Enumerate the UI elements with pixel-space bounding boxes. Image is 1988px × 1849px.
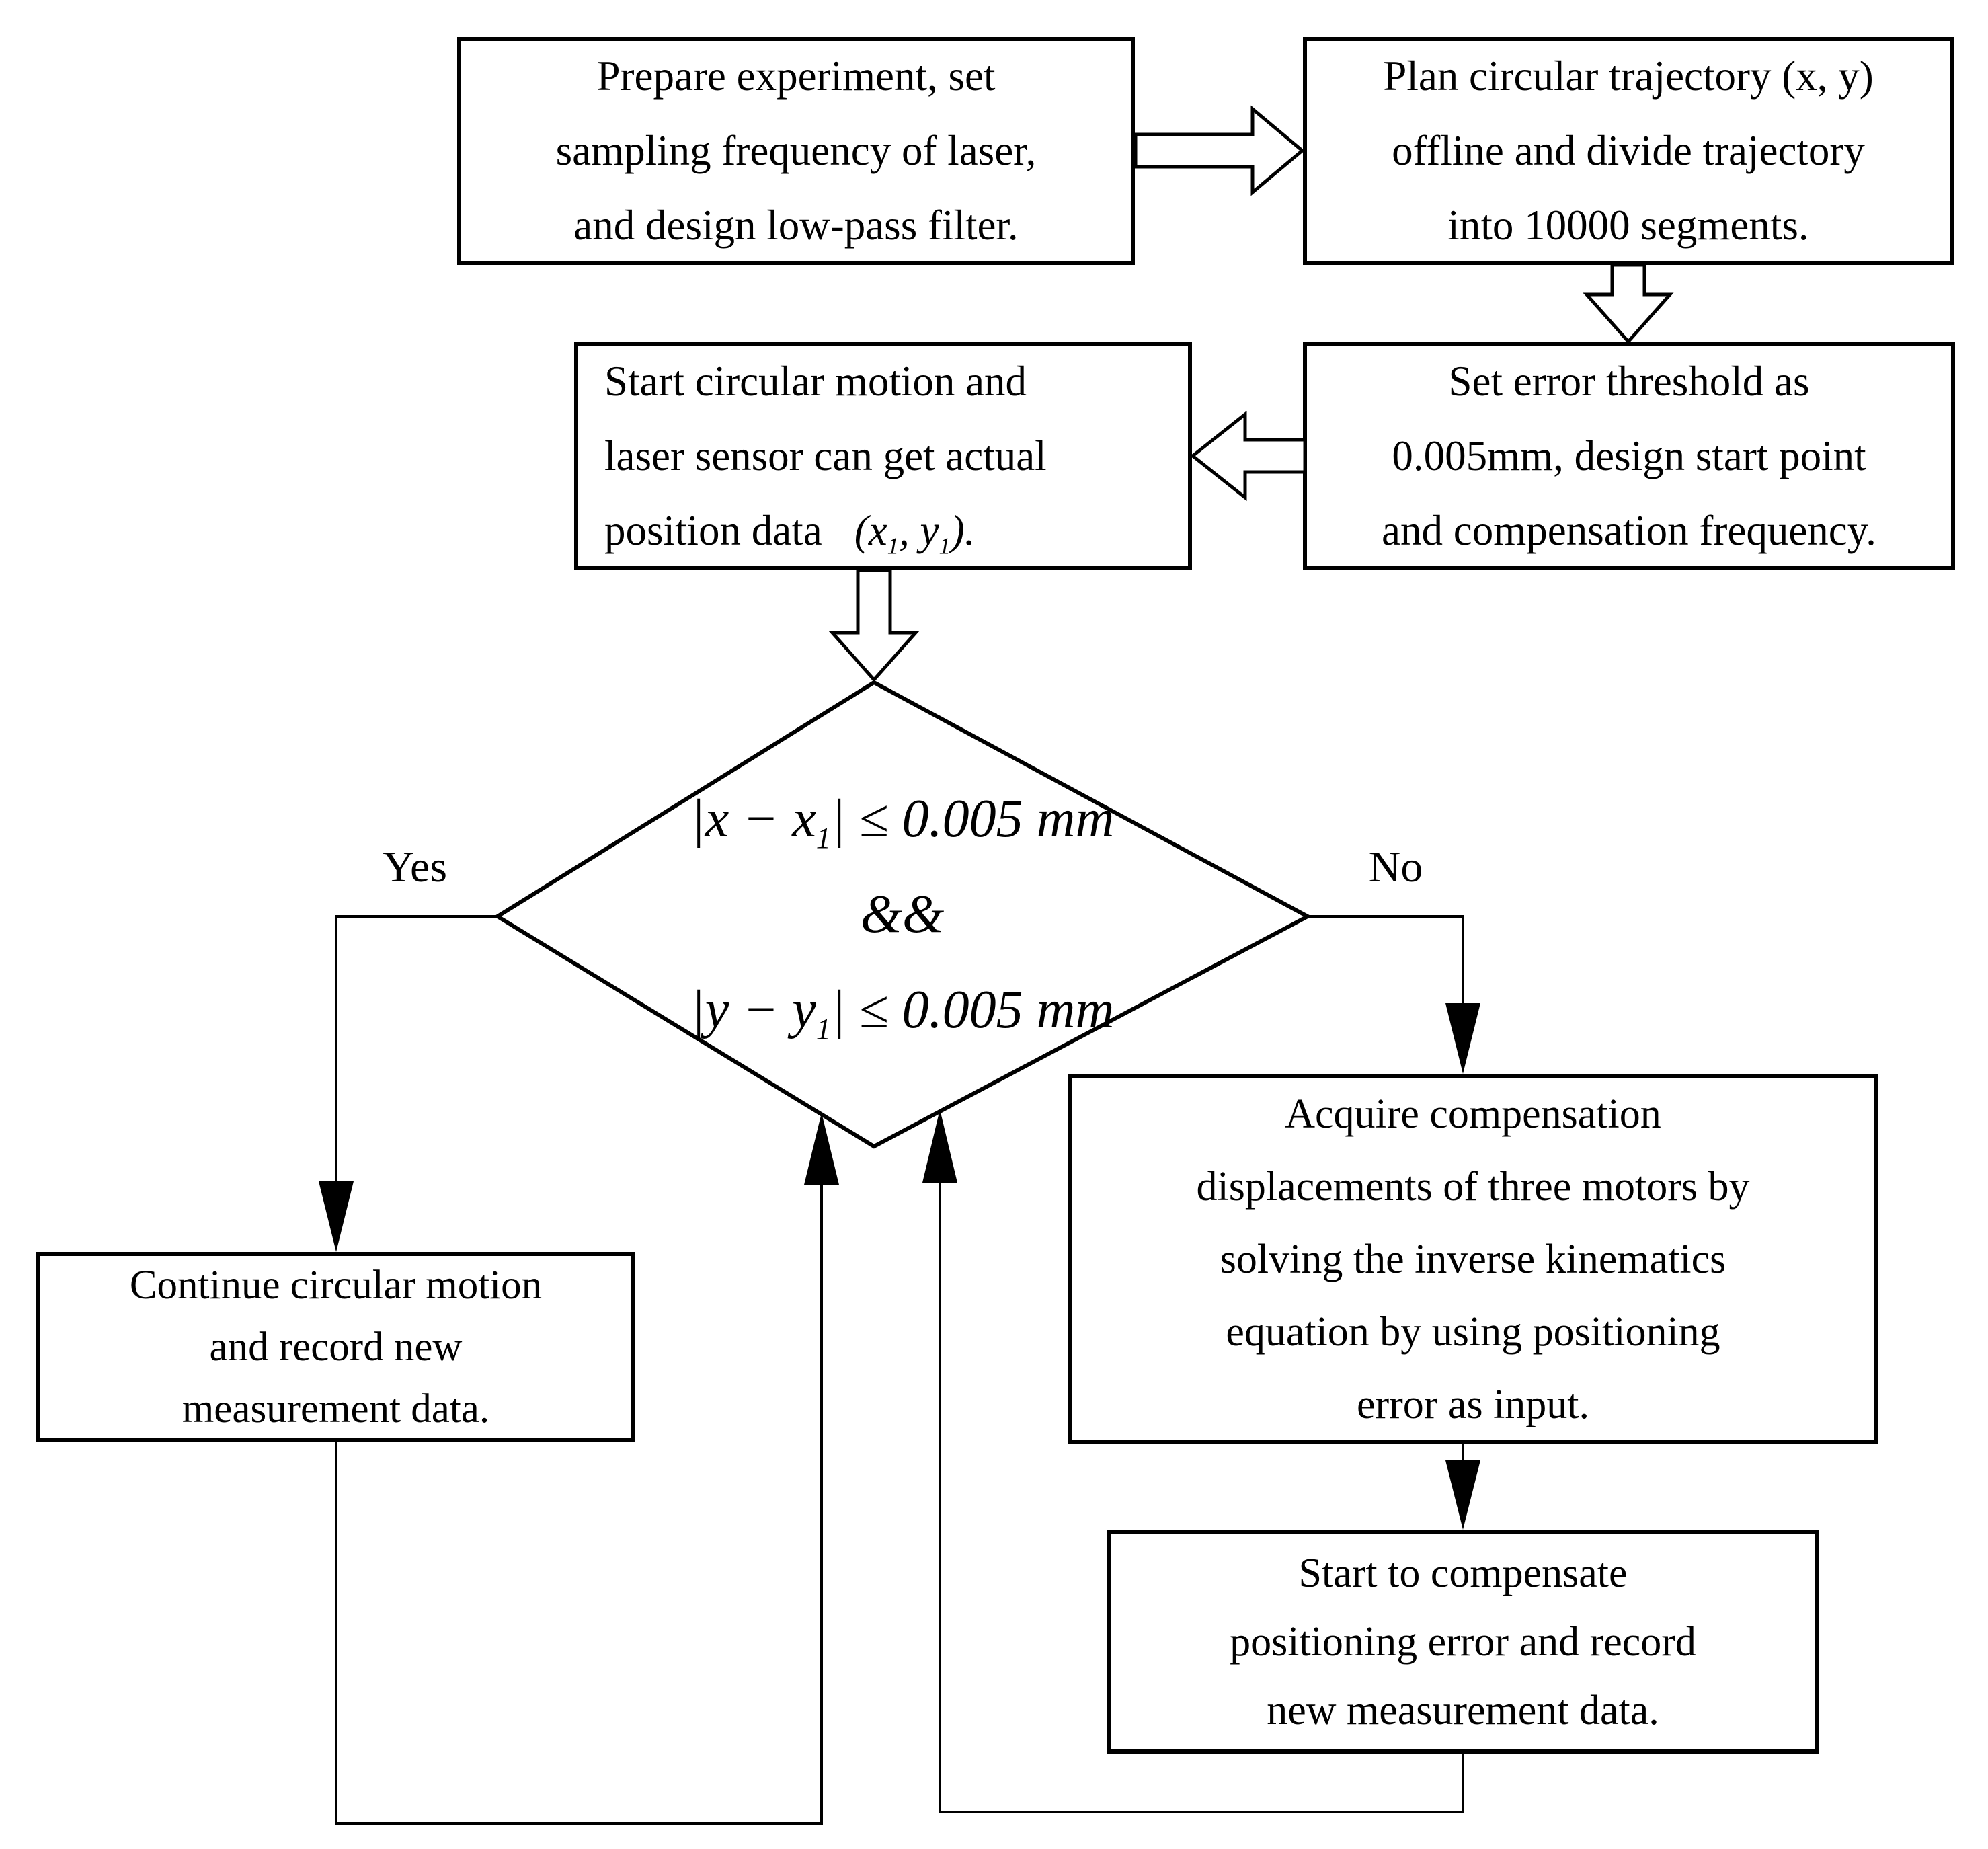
block-arrow-prepare-to-plan-icon bbox=[1134, 105, 1305, 196]
prepare-box-text-line: and design low-pass filter. bbox=[573, 202, 1019, 249]
continue-box-text-line: measurement data. bbox=[182, 1386, 490, 1431]
acquire-to-compensate-arrowhead-icon bbox=[1445, 1460, 1480, 1530]
threshold-box-text-line: 0.005mm, design start point bbox=[1392, 432, 1866, 479]
decision-diamond-shape bbox=[493, 680, 1312, 1149]
compensate-box-text-line: positioning error and record bbox=[1230, 1618, 1696, 1665]
no-label-text: No bbox=[1368, 842, 1423, 892]
acquire-box-text-line: error as input. bbox=[1356, 1381, 1590, 1427]
block-arrow-start-motion-to-decision-icon bbox=[828, 568, 920, 682]
prepare-box: Prepare experiment, set sampling frequen… bbox=[459, 39, 1133, 263]
prepare-box-shape bbox=[457, 37, 1135, 265]
compensate-box-text-line: Start to compensate bbox=[1298, 1550, 1628, 1596]
acquire-box-text-line: equation by using positioning bbox=[1226, 1308, 1720, 1355]
threshold-box-text-line: and compensation frequency. bbox=[1382, 507, 1876, 554]
acquire-box-text-line: solving the inverse kinematics bbox=[1220, 1236, 1726, 1282]
start-motion-box-text-line: position data(x1, y1). bbox=[604, 507, 976, 559]
block-arrow-plan-to-threshold-icon bbox=[1583, 263, 1674, 344]
no-arrowhead-icon bbox=[1445, 1003, 1480, 1074]
compensate-box-shape bbox=[1107, 1530, 1819, 1754]
continue-box-shape bbox=[36, 1252, 635, 1442]
plan-box-text-line: offline and divide trajectory bbox=[1392, 127, 1865, 174]
yes-branch-label: Yes bbox=[334, 834, 495, 901]
continue-box-text-line: Continue circular motion bbox=[129, 1262, 543, 1308]
continue-feedback-arrowhead-icon bbox=[804, 1113, 839, 1185]
compensate-box-text-line: new measurement data. bbox=[1267, 1687, 1659, 1733]
compensate-feedback-line bbox=[939, 1181, 1464, 1813]
decision-condition-x: |x − x1| ≤ 0.005 mm bbox=[690, 789, 1115, 855]
acquire-box: Acquire compensation displacements of th… bbox=[1070, 1076, 1876, 1442]
start-motion-box-text-line: Start circular motion and bbox=[604, 358, 1027, 405]
acquire-box-shape bbox=[1068, 1074, 1878, 1444]
continue-feedback-line bbox=[335, 1183, 823, 1825]
decision-diamond: |x − x1| ≤ 0.005 mm && |y − y1| ≤ 0.005 … bbox=[600, 758, 1205, 1070]
start-motion-box: Start circular motion and laser sensor c… bbox=[576, 344, 1190, 568]
yes-branch-line bbox=[335, 915, 498, 1187]
start-motion-box-shape bbox=[574, 342, 1192, 570]
decision-operator: && bbox=[860, 885, 945, 944]
prepare-box-text-line: Prepare experiment, set bbox=[596, 52, 996, 100]
continue-box-text-line: and record new bbox=[209, 1324, 463, 1370]
threshold-box-shape bbox=[1303, 342, 1955, 570]
compensate-box: Start to compensate positioning error an… bbox=[1109, 1532, 1817, 1752]
threshold-box-text-line: Set error threshold as bbox=[1448, 358, 1810, 405]
plan-box: Plan circular trajectory (x, y) offline … bbox=[1305, 39, 1952, 263]
no-branch-line bbox=[1308, 915, 1464, 1009]
compensate-feedback-arrowhead-icon bbox=[922, 1109, 957, 1183]
decision-condition-y: |y − y1| ≤ 0.005 mm bbox=[690, 980, 1115, 1046]
acquire-box-text-line: Acquire compensation bbox=[1285, 1091, 1661, 1137]
threshold-box: Set error threshold as 0.005mm, design s… bbox=[1305, 344, 1953, 568]
prepare-box-text-line: sampling frequency of laser, bbox=[555, 127, 1037, 174]
start-motion-box-text-line: laser sensor can get actual bbox=[604, 432, 1047, 479]
plan-box-text-line: into 10000 segments. bbox=[1447, 202, 1809, 249]
acquire-box-text-line: displacements of three motors by bbox=[1196, 1163, 1750, 1210]
no-branch-label: No bbox=[1315, 834, 1476, 901]
continue-box: Continue circular motion and record new … bbox=[38, 1254, 633, 1440]
block-arrow-threshold-to-start-motion-icon bbox=[1189, 410, 1307, 502]
plan-box-text-line: Plan circular trajectory (x, y) bbox=[1383, 52, 1874, 100]
plan-box-shape bbox=[1303, 37, 1954, 265]
yes-arrowhead-icon bbox=[319, 1181, 354, 1252]
yes-label-text: Yes bbox=[382, 842, 448, 892]
